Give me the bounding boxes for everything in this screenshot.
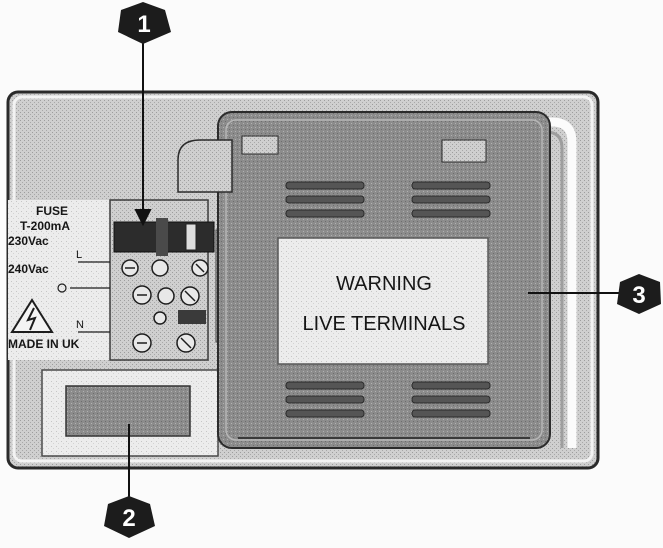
callout-2-number: 2 <box>122 505 135 532</box>
callout-3: 3 <box>617 274 661 314</box>
fuse-rating: T-200mA <box>20 219 70 233</box>
callout-3-number: 3 <box>632 282 645 309</box>
fuse-label-strip <box>8 200 118 360</box>
terminal-l-mark: L <box>76 249 82 261</box>
cover-vents <box>285 181 491 418</box>
callout-1-number: 1 <box>137 11 150 38</box>
cover-rim <box>470 117 577 448</box>
fuse-title: FUSE <box>36 204 68 218</box>
fuse-panel: FUSE T-200mA 230Vac L 240Vac N MADE IN U… <box>8 204 110 351</box>
warning-label: WARNING LIVE TERMINALS <box>277 237 489 365</box>
made-in-uk: MADE IN UK <box>8 337 80 351</box>
voltage-230: 230Vac <box>8 234 49 248</box>
terminal-block <box>109 199 231 361</box>
high-voltage-icon <box>10 298 54 333</box>
callout-1: 1 <box>118 2 171 44</box>
callout-2: 2 <box>104 496 155 538</box>
voltage-240: 240Vac <box>8 262 49 276</box>
callout-1-arrowhead <box>134 209 152 227</box>
warning-line-2: LIVE TERMINALS <box>302 313 465 335</box>
warning-line-1: WARNING <box>336 273 432 295</box>
terminal-n-mark: N <box>76 319 84 331</box>
